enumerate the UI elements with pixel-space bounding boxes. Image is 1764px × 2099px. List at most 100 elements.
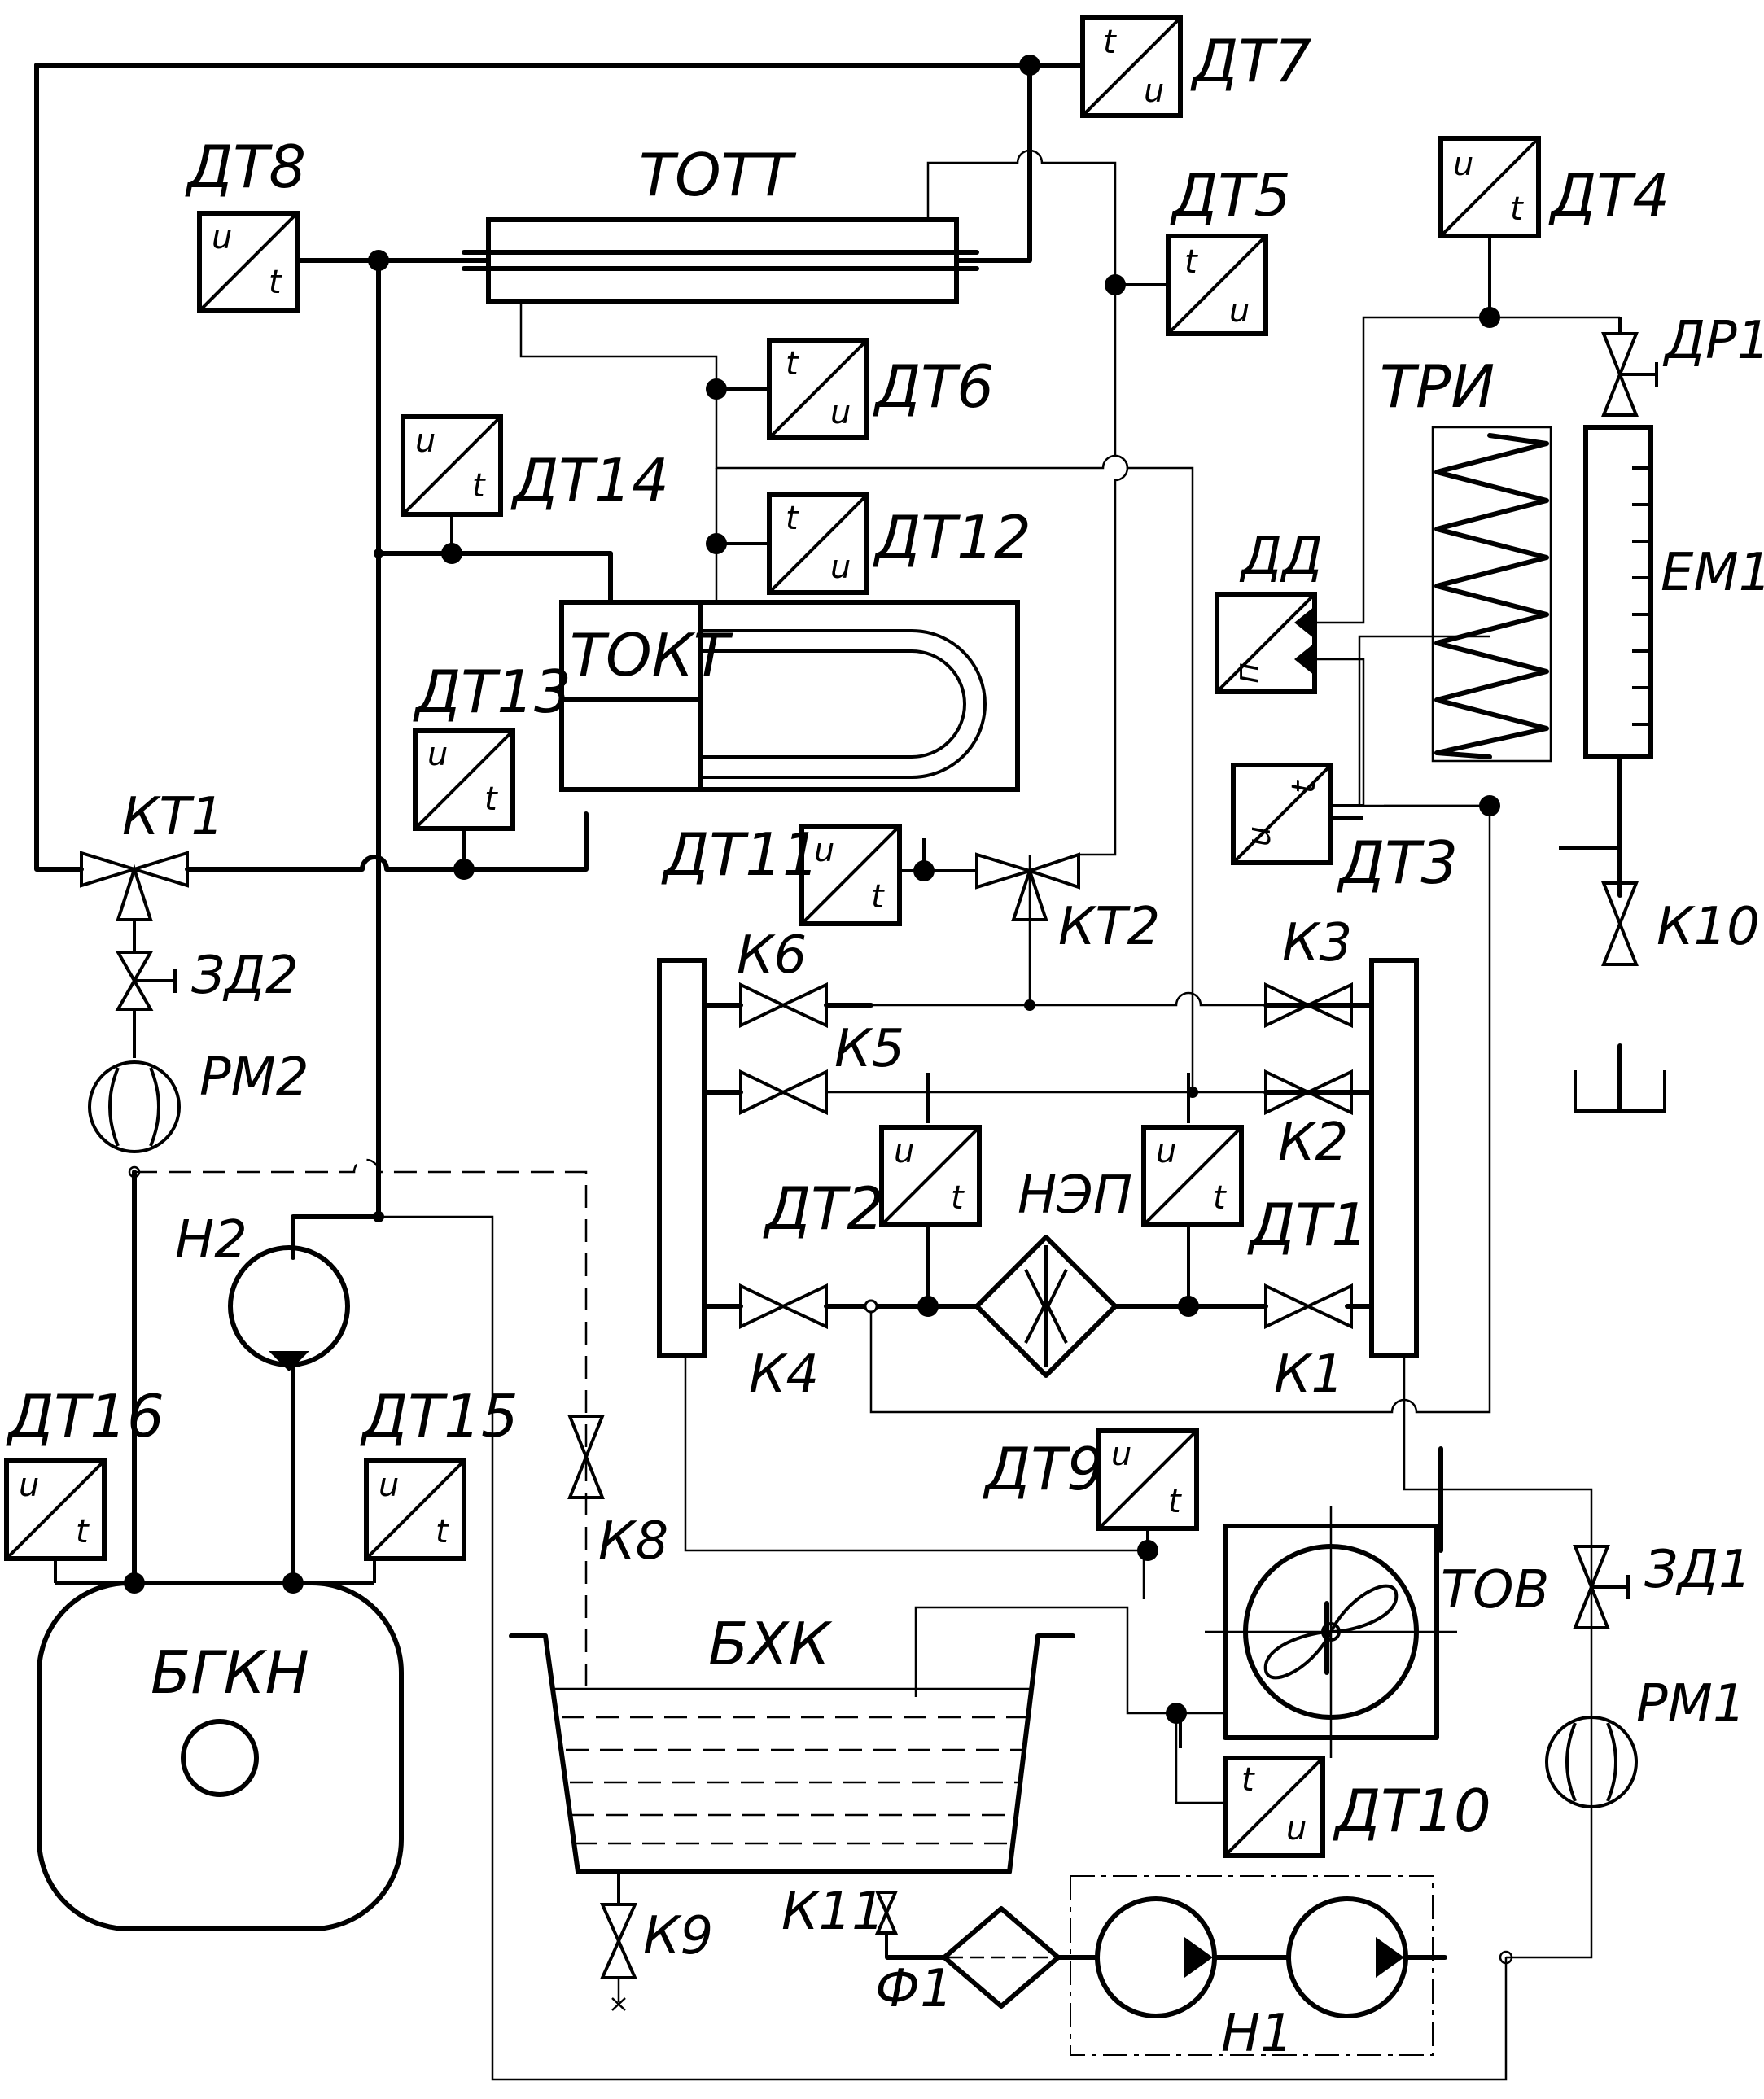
dt4-glyph-u: u bbox=[1453, 146, 1473, 183]
dt6-glyph-t: t bbox=[786, 345, 799, 383]
dt7-label: ДТ7 bbox=[1190, 27, 1311, 95]
k11-label: К11 bbox=[781, 1882, 885, 1942]
dt14-temp-sensor: u t ДТ14 bbox=[401, 414, 669, 517]
dt16-temp-sensor: u t ДТ16 bbox=[4, 1382, 164, 1585]
dt1-glyph-u: u bbox=[1156, 1133, 1176, 1170]
zd1-label: ЗД1 bbox=[1644, 1540, 1752, 1600]
dt4-temp-sensor: u t ДТ4 bbox=[1438, 136, 1670, 238]
tokt-label: ТОКТ bbox=[570, 621, 733, 689]
rm2-label: РМ2 bbox=[199, 1047, 309, 1108]
n1-label: Н1 bbox=[1221, 2004, 1293, 2064]
bhk-tank: БХК bbox=[509, 1610, 1075, 1874]
dt8-temp-sensor: u t ДТ8 bbox=[185, 133, 306, 313]
k9-valve[interactable]: К9 bbox=[599, 1872, 713, 2011]
k8-label: К8 bbox=[598, 1511, 668, 1572]
dt9-label: ДТ9 bbox=[983, 1435, 1104, 1503]
zd2-valve[interactable]: ЗД2 bbox=[115, 920, 299, 1058]
dt16-label: ДТ16 bbox=[6, 1382, 164, 1450]
n2-pump: Н2 bbox=[175, 1210, 350, 1371]
kt2-valve[interactable]: КТ2 bbox=[924, 852, 1160, 957]
kt1-valve[interactable]: КТ1 bbox=[80, 787, 224, 921]
dt15-glyph-u: u bbox=[379, 1467, 399, 1504]
dt16-glyph-t: t bbox=[76, 1513, 90, 1550]
dt7-glyph-u: u bbox=[1144, 72, 1164, 110]
dt2-temp-sensor: u t ДТ2 bbox=[763, 1125, 982, 1306]
k1-label: К1 bbox=[1274, 1345, 1344, 1405]
dt14-label: ДТ14 bbox=[510, 446, 669, 514]
dt14-glyph-u: u bbox=[415, 422, 436, 460]
rm2-flowmeter: РМ2 bbox=[88, 1047, 309, 1179]
dt4-label: ДТ4 bbox=[1548, 161, 1670, 230]
k2-label: К2 bbox=[1278, 1113, 1348, 1173]
dt5-temp-sensor: t u ДТ5 bbox=[1115, 161, 1291, 336]
dt11-temp-sensor: u t ДТ11 bbox=[661, 820, 924, 926]
drain-vessel bbox=[1574, 1070, 1666, 1113]
dt3-glyph-t: t bbox=[1285, 780, 1323, 794]
k11-valve[interactable]: К11 bbox=[781, 1882, 899, 1957]
em1-label: ЕМ1 bbox=[1661, 543, 1764, 603]
bhk-liquid bbox=[562, 1716, 1026, 1845]
zd2-label: ЗД2 bbox=[191, 946, 299, 1006]
dt10-glyph-t: t bbox=[1241, 1761, 1255, 1799]
zd1-valve[interactable]: ЗД1 bbox=[1573, 1540, 1752, 1629]
dt10-glyph-u: u bbox=[1286, 1810, 1307, 1848]
dt2-glyph-t: t bbox=[951, 1179, 965, 1217]
dt15-glyph-t: t bbox=[436, 1513, 449, 1550]
dt13-glyph-t: t bbox=[484, 781, 498, 818]
k10-valve[interactable]: К10 bbox=[1601, 881, 1760, 966]
dt12-glyph-u: u bbox=[830, 549, 851, 586]
dr1-label: ДР1 bbox=[1662, 311, 1764, 371]
k3-label: К3 bbox=[1282, 913, 1352, 973]
nep-heater: НЭП bbox=[974, 1165, 1132, 1378]
bgkn-label: БГКН bbox=[151, 1638, 309, 1707]
k8-valve[interactable]: К8 bbox=[567, 1415, 668, 1572]
dt2-label: ДТ2 bbox=[763, 1174, 884, 1243]
dt10-temp-sensor: t u ДТ10 bbox=[1223, 1756, 1491, 1858]
dt2-glyph-u: u bbox=[894, 1133, 914, 1170]
thin-pipes bbox=[379, 149, 1620, 2081]
k2-valve[interactable]: К2 bbox=[1264, 1069, 1353, 1173]
k3-valve[interactable]: К3 bbox=[1264, 913, 1353, 1029]
em1-vessel: ЕМ1 bbox=[1583, 425, 1764, 759]
dt12-temp-sensor: t u ДТ12 bbox=[716, 492, 1031, 595]
dt8-label: ДТ8 bbox=[185, 133, 306, 201]
manifolds bbox=[657, 958, 1419, 1358]
bgkn-tank: БГКН bbox=[37, 1581, 404, 1931]
kt2-label: КТ2 bbox=[1058, 897, 1160, 957]
dt6-label: ДТ6 bbox=[873, 352, 994, 421]
dt3-glyph-u: u bbox=[1241, 826, 1278, 846]
rm1-label: РМ1 bbox=[1636, 1674, 1746, 1734]
dd-pressure-sensor: п ДД bbox=[1215, 527, 1323, 694]
dt3-label: ДТ3 bbox=[1337, 829, 1458, 897]
dt9-glyph-u: u bbox=[1111, 1436, 1131, 1473]
k6-valve[interactable]: К6 bbox=[737, 925, 828, 1029]
dt8-glyph-u: u bbox=[212, 219, 232, 256]
dt16-glyph-u: u bbox=[19, 1467, 39, 1504]
dt4-glyph-t: t bbox=[1510, 190, 1524, 228]
k5-valve[interactable]: К5 bbox=[739, 1019, 904, 1116]
dt10-label: ДТ10 bbox=[1333, 1777, 1491, 1845]
n1-pumps: Н1 bbox=[1095, 1896, 1513, 2064]
dt6-temp-sensor: t u ДТ6 bbox=[716, 338, 994, 440]
dt5-glyph-t: t bbox=[1184, 243, 1198, 281]
k1-valve[interactable]: К1 bbox=[1264, 1283, 1353, 1405]
thick-pipes bbox=[34, 63, 1622, 1675]
bhk-label: БХК bbox=[708, 1610, 833, 1678]
dd-glyph-p: п bbox=[1228, 662, 1266, 684]
dt11-label: ДТ11 bbox=[661, 820, 820, 889]
dt5-label: ДТ5 bbox=[1170, 161, 1291, 230]
k10-label: К10 bbox=[1657, 897, 1760, 957]
dt5-glyph-u: u bbox=[1229, 292, 1250, 330]
dt7-temp-sensor: t u ДТ7 bbox=[1030, 15, 1311, 118]
dt9-temp-sensor: u t ДТ9 bbox=[983, 1428, 1199, 1550]
dt14-glyph-t: t bbox=[472, 467, 486, 505]
dr1-valve[interactable]: ДР1 bbox=[1601, 311, 1764, 417]
k5-label: К5 bbox=[834, 1019, 904, 1079]
dt12-glyph-t: t bbox=[786, 500, 799, 537]
k4-valve[interactable]: К4 bbox=[739, 1283, 828, 1405]
dt15-temp-sensor: u t ДТ15 bbox=[293, 1382, 519, 1585]
tri-label: ТРИ bbox=[1380, 352, 1495, 421]
dt1-glyph-t: t bbox=[1213, 1179, 1227, 1217]
tokt-heat-exchanger: ТОКТ bbox=[559, 600, 1020, 792]
